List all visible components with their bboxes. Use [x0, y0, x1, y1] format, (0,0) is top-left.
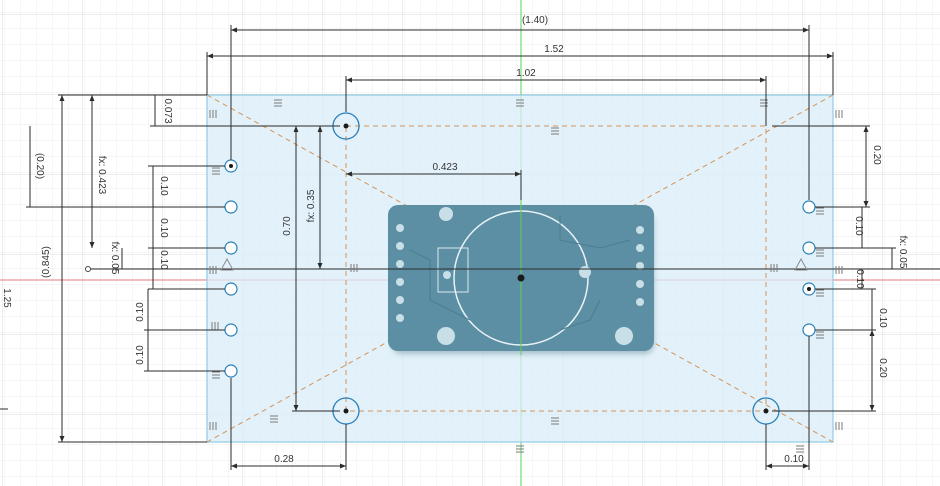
- pin-points-right[interactable]: [802, 200, 816, 337]
- dim-fx-left[interactable]: fx: 0.423: [96, 156, 107, 195]
- dim-overall-width[interactable]: 1.52: [544, 44, 564, 55]
- dim-pin-spacing-b[interactable]: 0.10: [158, 218, 169, 238]
- pin-points-left[interactable]: [224, 159, 238, 378]
- dim-left-edge-partial[interactable]: 1.25: [1, 288, 12, 308]
- dim-left-bottom-offset[interactable]: 0.28: [274, 454, 294, 465]
- dim-right-top[interactable]: 0.20: [871, 145, 882, 165]
- dim-pin-spacing-e[interactable]: 0.10: [135, 345, 146, 365]
- dim-pin-spacing-a[interactable]: 0.10: [158, 176, 169, 196]
- dim-overall-reference[interactable]: (1.40): [522, 15, 548, 26]
- triangle-icon: [220, 257, 808, 271]
- dim-hole-spacing[interactable]: 1.02: [516, 68, 536, 79]
- sketch-point-icon[interactable]: [85, 266, 91, 272]
- origin-point-icon[interactable]: [517, 274, 525, 282]
- dim-pin-spacing-d[interactable]: 0.10: [135, 302, 146, 322]
- parallel-bars-icon: [209, 99, 843, 453]
- dim-offset-center[interactable]: 0.423: [432, 162, 457, 173]
- dim-right-mid-a[interactable]: 0.10: [853, 216, 864, 236]
- dim-right-bottom[interactable]: 0.20: [877, 358, 888, 378]
- dim-top-edge[interactable]: 0.073: [162, 98, 173, 123]
- dim-left-ref-small[interactable]: (0.20): [34, 153, 45, 179]
- dim-right-mid-c[interactable]: 0.10: [877, 308, 888, 328]
- dim-height-reference[interactable]: (0.845): [41, 246, 52, 278]
- dim-right-mid-b[interactable]: 0.10: [854, 269, 865, 289]
- dimension-lines[interactable]: [0, 25, 896, 470]
- dim-fx-right[interactable]: fx: 0.05: [897, 236, 908, 269]
- dimension-arrows: [59, 27, 875, 469]
- construction-diagonal-a[interactable]: [206, 94, 834, 443]
- dim-fx-small-left[interactable]: fx: 0.05: [109, 242, 120, 275]
- dim-fx-inner[interactable]: fx: 0.35: [306, 189, 317, 222]
- dim-inner-height[interactable]: 0.70: [282, 216, 293, 236]
- dim-pin-spacing-c[interactable]: 0.10: [158, 250, 169, 270]
- dim-right-bottom-offset[interactable]: 0.10: [784, 454, 804, 465]
- construction-diagonal-b[interactable]: [206, 94, 834, 443]
